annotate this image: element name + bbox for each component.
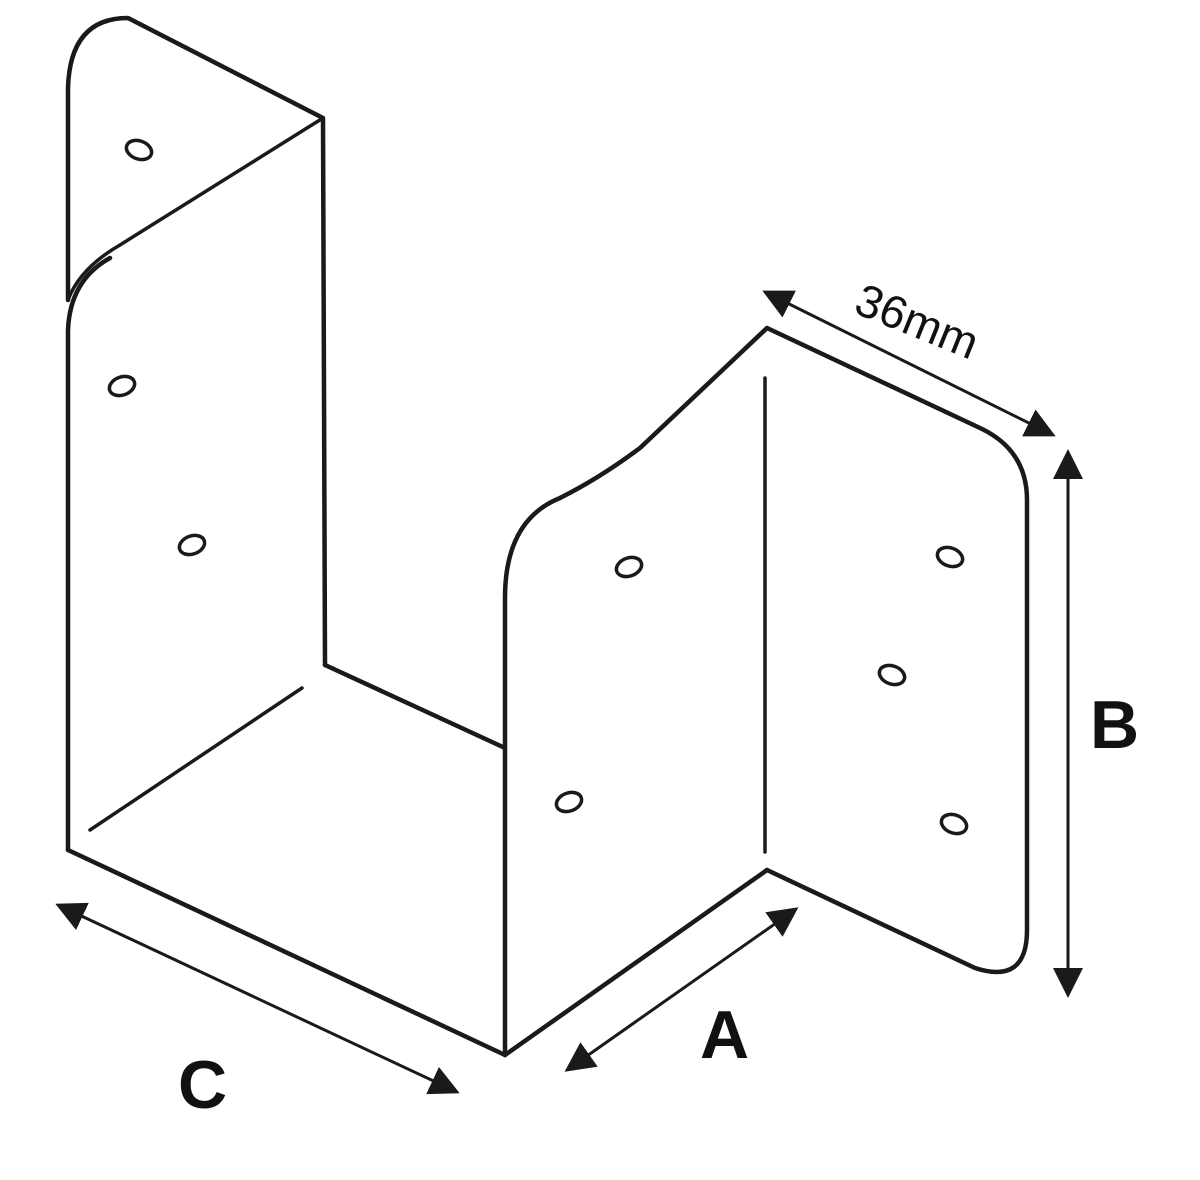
dimension-lines	[55, 290, 1083, 1095]
label-b: B	[1090, 687, 1139, 763]
hole	[877, 663, 907, 687]
hole	[939, 812, 969, 836]
base-plate	[65, 662, 508, 1058]
side-flange	[763, 325, 1030, 975]
left-plate	[65, 15, 328, 853]
right-front-plate	[502, 325, 770, 1058]
hole	[935, 545, 965, 569]
hole	[614, 555, 644, 579]
hole	[554, 790, 584, 814]
hole	[177, 533, 207, 557]
dimension-36mm-arrow	[762, 290, 1056, 437]
label-36mm: 36mm	[848, 273, 986, 369]
hole	[124, 138, 154, 162]
label-c: C	[178, 1047, 227, 1123]
hole	[107, 374, 137, 398]
dimension-c-arrow	[55, 902, 460, 1095]
label-a: A	[700, 997, 749, 1073]
screw-holes	[107, 138, 969, 836]
dimension-a-arrow	[564, 907, 799, 1072]
